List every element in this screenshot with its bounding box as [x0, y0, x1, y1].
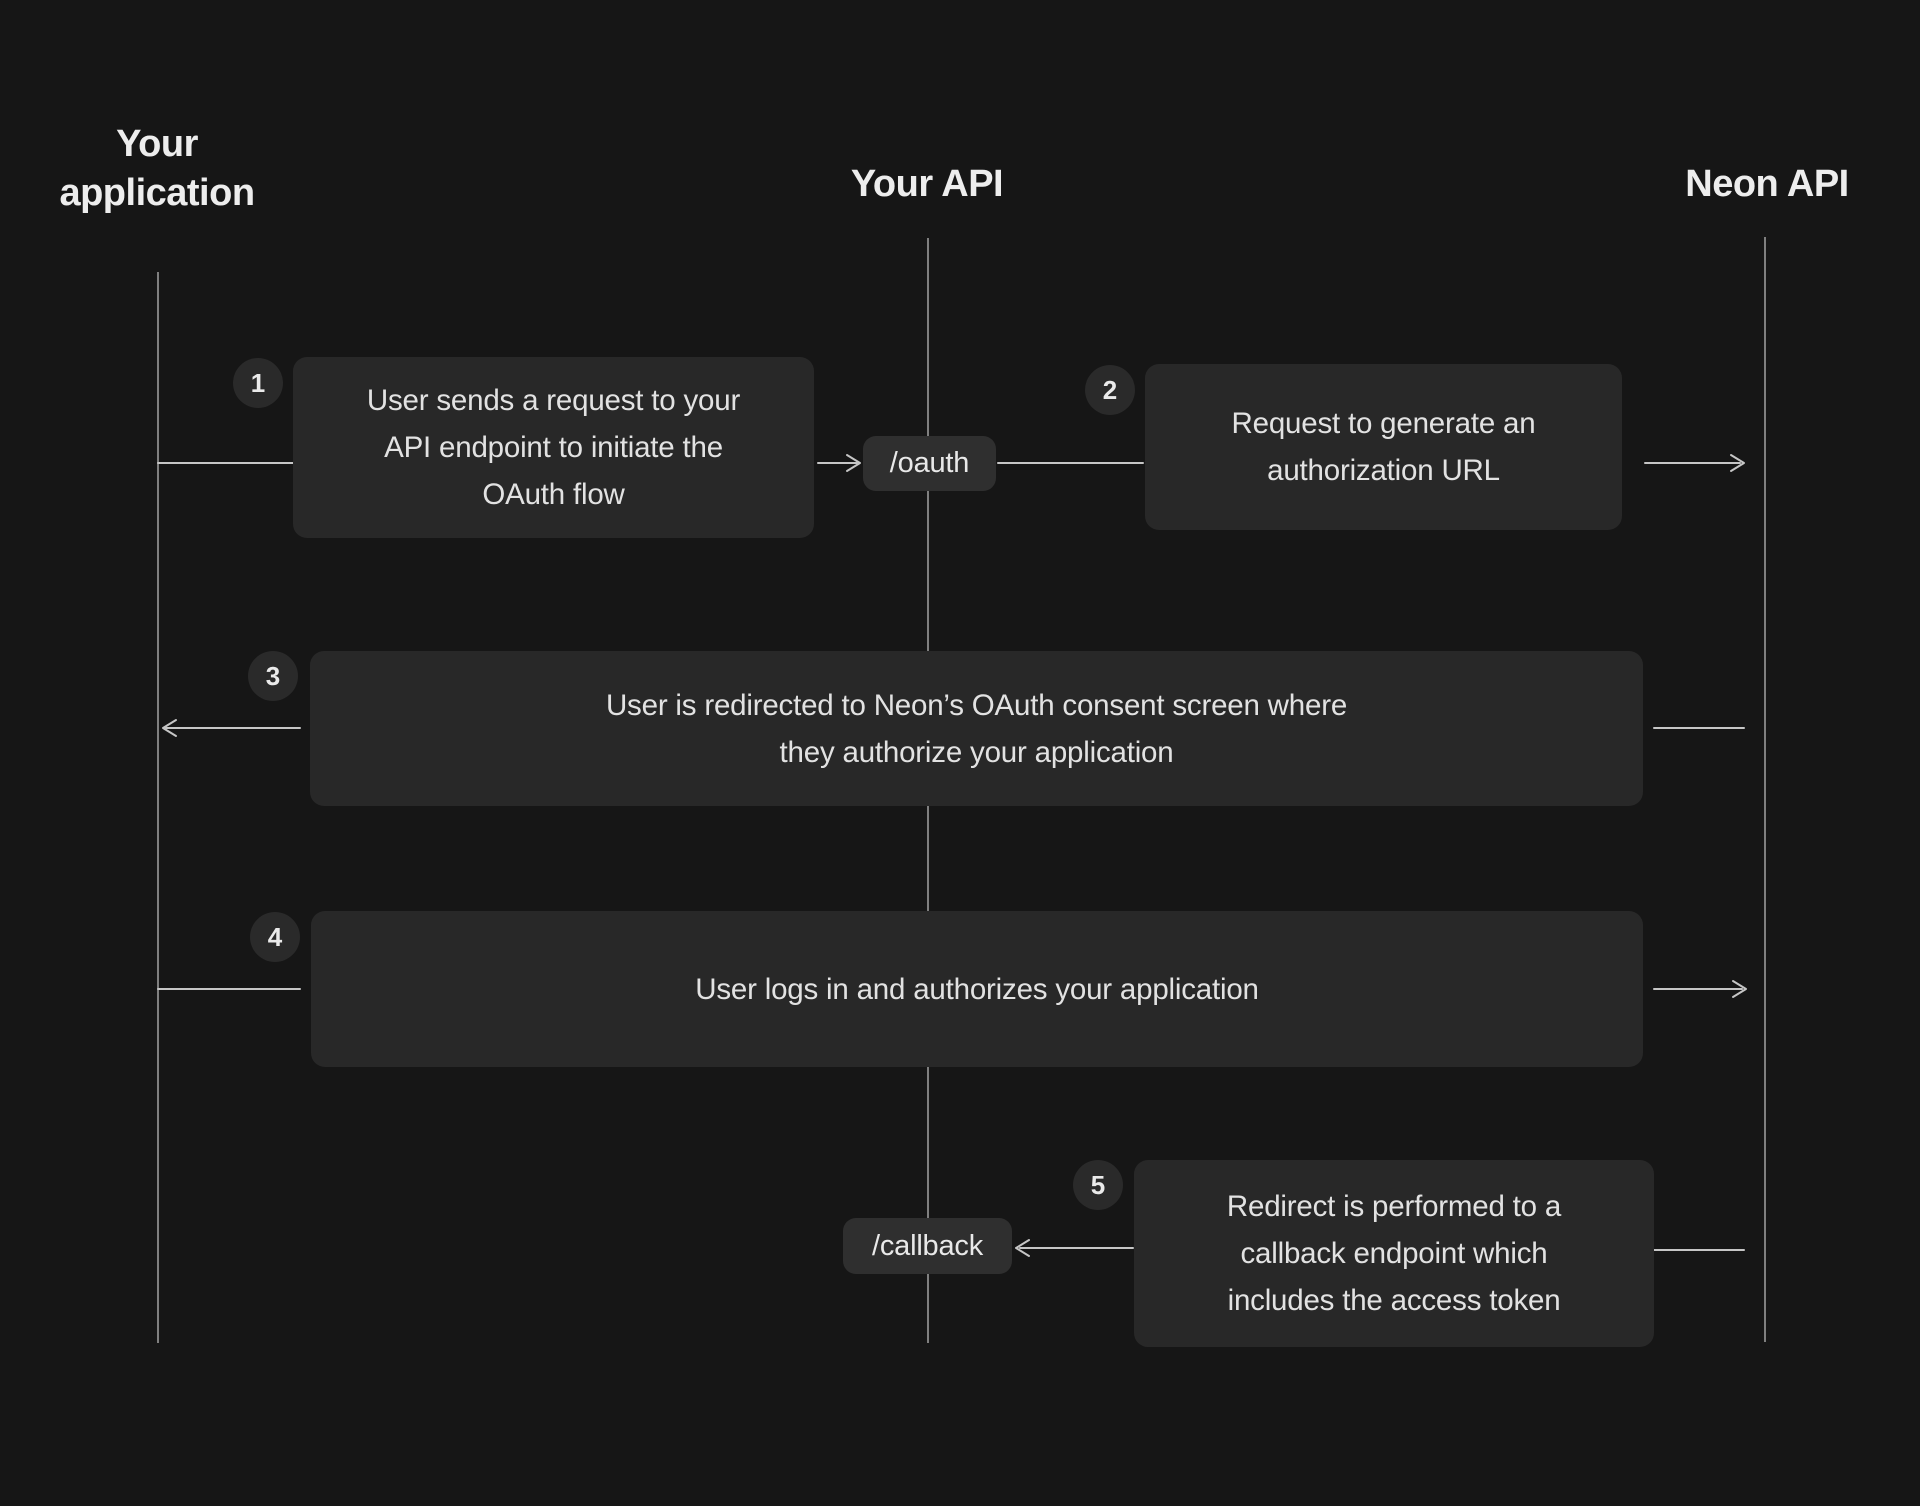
message-line: authorization URL: [1267, 454, 1500, 487]
message-line: Redirect is performed to a: [1226, 1190, 1562, 1223]
actor-label-neon-api: Neon API: [1685, 163, 1849, 205]
actor-label-your-api: Your API: [850, 163, 1004, 205]
message-line: User logs in and authorizes your applica…: [695, 972, 1259, 1006]
message-line: API endpoint to initiate the: [384, 431, 723, 464]
message-line: includes the access token: [1227, 1284, 1561, 1317]
arrow-step2-box-to-neon: [1644, 454, 1745, 472]
message-line: User is redirected to Neon’s OAuth conse…: [605, 688, 1348, 722]
message-line: they authorize your application: [779, 735, 1174, 769]
step-4-number-badge: 4: [250, 912, 300, 962]
step-2-number-badge: 2: [1085, 365, 1135, 415]
step-1-number-badge: 1: [233, 358, 283, 408]
step-5-number-badge: 5: [1073, 1160, 1123, 1210]
arrow-step3-to-application: [162, 719, 301, 737]
message-line: Request to generate an: [1231, 407, 1536, 440]
step-2-message-box: Request to generate an authorization URL: [1145, 364, 1622, 530]
message-line: OAuth flow: [482, 478, 625, 511]
step-1-message-box: User sends a request to your API endpoin…: [293, 357, 814, 538]
message-line: callback endpoint which: [1240, 1237, 1548, 1270]
callback-endpoint-pill: /callback: [843, 1218, 1012, 1274]
actor-label-your-application: Your application: [7, 120, 307, 218]
arrow-step5-to-callback: [1015, 1239, 1134, 1257]
actor-label-line: application: [59, 172, 255, 214]
arrow-step4-to-neon: [1653, 980, 1747, 998]
oauth-endpoint-pill: /oauth: [863, 436, 996, 491]
step-4-message-box: User logs in and authorizes your applica…: [311, 911, 1643, 1067]
step-3-number-badge: 3: [248, 651, 298, 701]
step-3-message-box: User is redirected to Neon’s OAuth conse…: [310, 651, 1643, 806]
arrow-step1-box-to-oauth: [817, 454, 861, 472]
actor-label-line: Your: [116, 123, 198, 165]
step-5-message-box: Redirect is performed to a callback endp…: [1134, 1160, 1654, 1347]
message-line: User sends a request to your: [366, 384, 741, 417]
